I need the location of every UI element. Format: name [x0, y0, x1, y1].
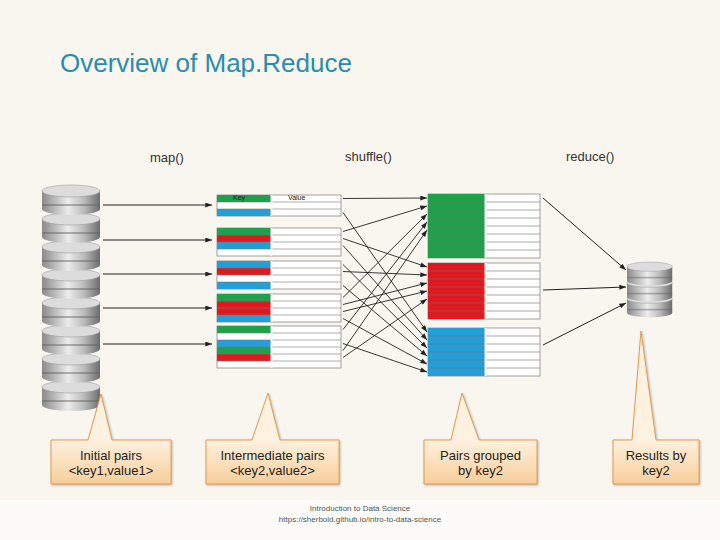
reduce-arrow [543, 287, 626, 290]
callout-bubble: Intermediate pairs <key2,value2> [205, 392, 340, 485]
shuffle-arrow [343, 213, 427, 333]
map-arrow [103, 205, 212, 206]
column-header: Key [233, 194, 263, 202]
shuffle-arrow [343, 291, 427, 312]
callout-outline [613, 331, 699, 484]
table-row-lines [217, 202, 341, 361]
callout-text-area: Pairs grouped by key2 [423, 440, 538, 485]
shuffle-arrow [343, 230, 427, 351]
map-arrow [103, 274, 212, 275]
map-arrow [103, 308, 212, 309]
database-disc [42, 297, 100, 327]
column-gap [485, 194, 487, 376]
shuffle-arrow [343, 239, 427, 268]
map-arrow [103, 240, 212, 241]
shuffle-arrows [343, 198, 427, 372]
callout-outline [51, 394, 171, 484]
database-disc [627, 262, 672, 285]
shuffle-arrow [343, 344, 427, 373]
intermediate-tables [217, 195, 341, 368]
map-arrow [103, 344, 212, 345]
phase-label: reduce() [566, 150, 636, 165]
database-disc [42, 185, 100, 215]
callout-outline [206, 393, 339, 484]
callout-text-area: Intermediate pairs <key2,value2> [205, 440, 340, 485]
callout-text-area: Results by key2 [612, 440, 700, 485]
column-gap [271, 195, 273, 368]
callout-text-area: Initial pairs <key1,value1> [50, 440, 172, 485]
column-header: Value [288, 194, 328, 202]
group-row-lines [428, 202, 540, 368]
database-disc [42, 269, 100, 299]
database-disc [42, 213, 100, 243]
shuffle-arrow [343, 265, 427, 349]
database-disc [42, 241, 100, 271]
callout-text: Initial pairs <key1,value1> [56, 448, 166, 478]
database-disc [42, 381, 100, 411]
shuffle-arrow [343, 319, 427, 365]
map-arrows [103, 205, 212, 344]
shuffle-arrow [343, 206, 427, 232]
reduce-arrow [543, 198, 626, 270]
blue-key-cells [217, 209, 271, 347]
database-disc [42, 325, 100, 355]
shuffle-arrow [343, 286, 427, 357]
footer-text: Introduction to Data Science [180, 504, 540, 513]
callout-bubble: Initial pairs <key1,value1> [50, 393, 172, 485]
footer-band [0, 500, 720, 540]
red-key-group [428, 263, 485, 319]
shuffle-arrow [343, 214, 427, 298]
footer-url: https://sherbold.github.io/intro-to-data… [180, 515, 540, 524]
input-database [42, 185, 100, 411]
callout-text: Pairs grouped by key2 [436, 448, 526, 478]
phase-label: shuffle() [345, 150, 415, 165]
output-database [627, 262, 672, 317]
callout-bubble: Results by key2 [612, 330, 700, 485]
callout-outline [424, 393, 537, 484]
database-disc [42, 353, 100, 383]
shuffle-arrow [343, 299, 427, 358]
slide-title: Overview of Map.Reduce [60, 48, 660, 79]
reduce-arrows [543, 198, 626, 345]
callout-text: Intermediate pairs <key2,value2> [210, 448, 335, 478]
shuffle-arrow [343, 198, 427, 200]
phase-label: map() [150, 151, 210, 166]
grouped-tables [428, 194, 540, 376]
reduce-arrow [543, 303, 626, 345]
callout-text: Results by key2 [616, 448, 696, 478]
group-block [428, 263, 540, 319]
callout-bubble: Pairs grouped by key2 [423, 392, 538, 485]
